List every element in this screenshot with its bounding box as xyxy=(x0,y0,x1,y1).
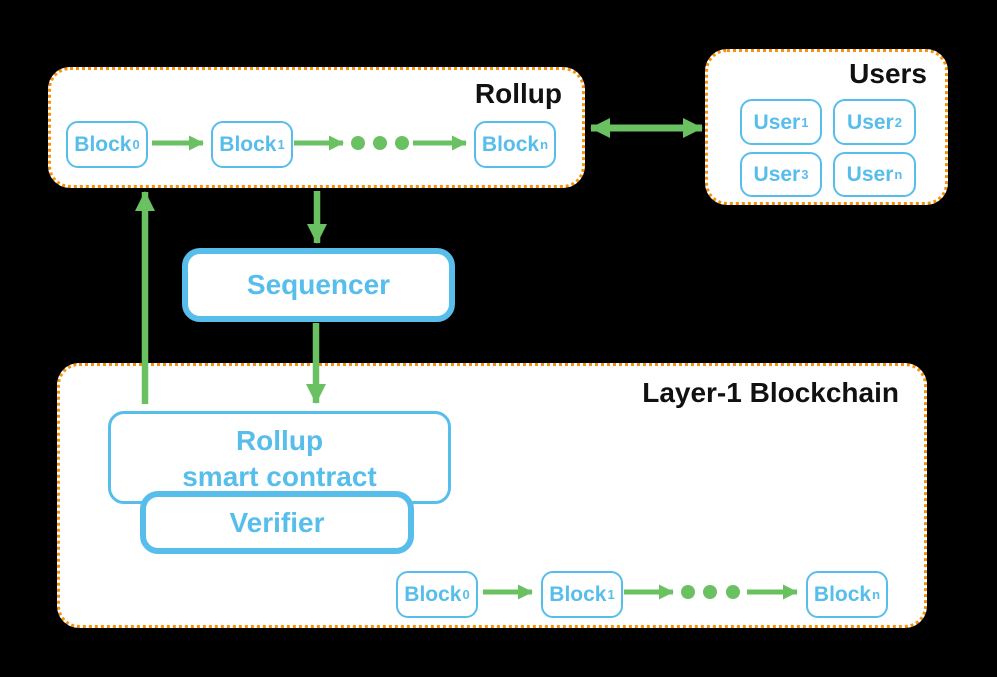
block-label: Block xyxy=(813,583,872,606)
layer1-title: Layer-1 Blockchain xyxy=(642,377,899,408)
user-subscript: 1 xyxy=(801,114,809,130)
user-label: User xyxy=(753,163,801,186)
verifier-box: Verifier xyxy=(140,491,414,554)
block-subscript: n xyxy=(872,587,881,602)
layer1-container: Layer-1 Blockchain Rollup smart contract… xyxy=(57,363,927,628)
block-subscript: 0 xyxy=(132,137,140,152)
user-subscript: n xyxy=(894,167,903,182)
rollup-title: Rollup xyxy=(474,78,562,109)
sequencer-label: Sequencer xyxy=(246,269,391,300)
smart-contract-line1: Rollup xyxy=(235,425,324,456)
smart-contract-line2: smart contract xyxy=(182,461,377,493)
user-subscript: 3 xyxy=(801,167,809,182)
block-subscript: n xyxy=(540,137,549,152)
block-subscript: 0 xyxy=(462,587,470,602)
block-subscript: 1 xyxy=(277,137,285,152)
block-label: Block xyxy=(481,133,540,156)
rollup-smart-contract-box: Rollup smart contract xyxy=(108,411,451,504)
block-label: Block xyxy=(74,133,132,156)
user-subscript: 2 xyxy=(894,114,902,130)
user-label: User xyxy=(847,110,894,134)
block-label: Block xyxy=(219,133,277,156)
user-label: User xyxy=(846,163,894,186)
block-label: Block xyxy=(404,583,462,606)
verifier-label: Verifier xyxy=(229,506,325,538)
block-subscript: 1 xyxy=(607,587,615,602)
users-title: Users xyxy=(849,58,927,89)
block-label: Block xyxy=(549,583,607,606)
user-label: User xyxy=(753,110,801,134)
sequencer-box: Sequencer xyxy=(182,248,455,322)
